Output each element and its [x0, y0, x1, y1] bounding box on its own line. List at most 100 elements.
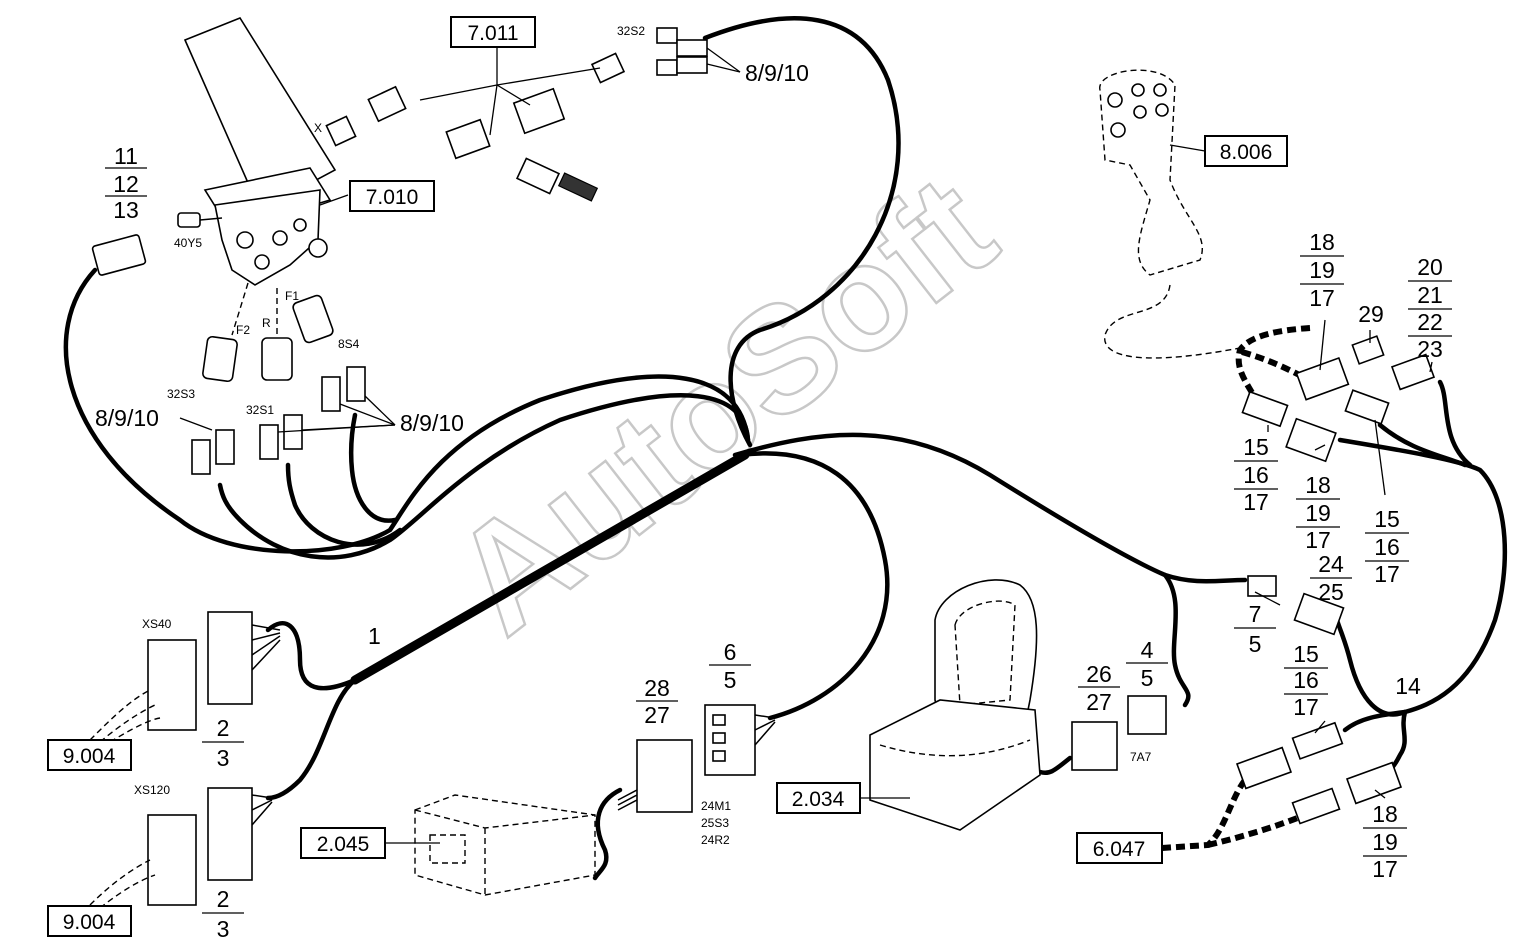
svg-text:19: 19	[1305, 500, 1331, 526]
svg-text:3: 3	[217, 745, 230, 771]
svg-text:28: 28	[644, 675, 670, 701]
svg-text:27: 27	[644, 702, 670, 728]
ref-box-2034: 2.034	[776, 782, 861, 814]
svg-text:3: 3	[217, 916, 230, 942]
svg-text:16: 16	[1374, 534, 1400, 560]
label-box-stack: 28 27	[636, 675, 678, 728]
code-xs40: XS40	[142, 617, 172, 631]
label-joy-d-stack: 18 19 17	[1296, 472, 1340, 553]
harness-joystick-right	[1437, 379, 1473, 468]
svg-text:22: 22	[1417, 309, 1443, 335]
code-r: R	[262, 316, 271, 330]
svg-text:18: 18	[1309, 229, 1335, 255]
svg-text:6.047: 6.047	[1093, 838, 1146, 861]
code-f2: F2	[236, 323, 250, 337]
connector-xs40	[89, 611, 281, 743]
ref-box-9004-upper: 9.004	[47, 739, 132, 771]
svg-text:5: 5	[1141, 665, 1154, 691]
label-low-a-stack: 15 16 17	[1284, 641, 1328, 720]
svg-text:17: 17	[1305, 527, 1331, 553]
svg-text:7.010: 7.010	[366, 186, 419, 209]
label-harness-1: 1	[368, 623, 381, 649]
code-8s4: 8S4	[338, 337, 360, 351]
svg-text:19: 19	[1309, 257, 1335, 283]
operator-seat	[869, 579, 1167, 831]
harness-trunk-1	[350, 450, 750, 685]
svg-text:15: 15	[1293, 641, 1319, 667]
harness-upper-loop	[702, 16, 901, 448]
label-seat-stack: 26 27	[1078, 661, 1120, 715]
code-f1: F1	[285, 289, 299, 303]
ref-box-2045: 2.045	[300, 827, 386, 859]
svg-text:15: 15	[1243, 434, 1269, 460]
svg-text:8.006: 8.006	[1220, 141, 1273, 164]
svg-text:18: 18	[1372, 801, 1398, 827]
svg-text:11: 11	[114, 143, 138, 169]
svg-text:7.011: 7.011	[468, 22, 519, 45]
svg-text:17: 17	[1309, 285, 1335, 311]
harness-joystick-mid	[1377, 422, 1468, 468]
label-32s1-parts: 8/9/10	[400, 410, 464, 436]
harness-relay-branch	[737, 451, 890, 721]
label-32s2-parts: 8/9/10	[745, 60, 809, 86]
label-xs40-stack: 2 3	[202, 715, 244, 771]
svg-text:2.034: 2.034	[792, 788, 845, 811]
svg-text:16: 16	[1293, 667, 1319, 693]
label-joy-a-stack: 18 19 17	[1300, 229, 1344, 311]
svg-text:2: 2	[217, 715, 230, 741]
harness-6047-lead	[1161, 778, 1248, 851]
svg-text:4: 4	[1141, 637, 1154, 663]
harness-box-branch	[592, 787, 623, 881]
label-tail-stack: 7 5	[1234, 601, 1276, 657]
svg-text:26: 26	[1086, 661, 1112, 687]
label-32s3-parts: 8/9/10	[95, 405, 159, 431]
pedal-assembly	[177, 17, 626, 383]
svg-text:17: 17	[1374, 561, 1400, 587]
svg-text:5: 5	[724, 667, 737, 693]
code-7a7: 7A7	[1130, 750, 1152, 764]
connector-32s2	[656, 27, 741, 76]
ref-box-6047: 6.047	[1076, 832, 1163, 864]
svg-text:27: 27	[1086, 689, 1112, 715]
harness-joystick-pigtail-2	[1241, 349, 1307, 381]
harness-left-branch	[63, 267, 751, 554]
ref-box-8006: 8.006	[1204, 135, 1288, 167]
label-conn-24-stack: 24 25	[1310, 551, 1352, 605]
svg-text:17: 17	[1372, 856, 1398, 882]
code-32s1: 32S1	[246, 403, 274, 417]
svg-text:12: 12	[113, 171, 139, 197]
label-relay-stack: 6 5	[709, 639, 751, 693]
label-pedal-stack: 11 12 13	[105, 143, 147, 223]
code-25s3: 25S3	[701, 816, 729, 830]
svg-text:6: 6	[724, 639, 737, 665]
leader-lines	[319, 47, 1433, 844]
code-32s2: 32S2	[617, 24, 645, 38]
switch-connectors	[91, 234, 396, 475]
svg-text:15: 15	[1374, 506, 1400, 532]
svg-text:20: 20	[1417, 254, 1443, 280]
harness-trunk-to-xs40	[265, 621, 358, 691]
ref-box-7010: 7.010	[349, 180, 435, 212]
harness-switch-run-1	[217, 393, 751, 560]
svg-text:21: 21	[1417, 282, 1443, 308]
harness-wires	[63, 16, 1508, 881]
code-32s3: 32S3	[167, 387, 195, 401]
label-joy-b-stack: 20 21 22 23	[1408, 254, 1452, 362]
svg-text:13: 13	[113, 197, 139, 223]
svg-text:17: 17	[1243, 489, 1269, 515]
svg-text:25: 25	[1318, 579, 1344, 605]
code-40y5: 40Y5	[174, 236, 202, 250]
label-joy-c-stack: 15 16 17	[1234, 434, 1278, 515]
harness-6047-lead-2	[1207, 812, 1307, 848]
harness-trunk-to-xs120	[265, 677, 358, 801]
label-joy-29: 29	[1358, 301, 1384, 327]
svg-text:16: 16	[1243, 462, 1269, 488]
harness-seat-drop	[1162, 572, 1191, 708]
harness-14-branch-2	[1342, 709, 1408, 733]
harness-right-side	[1334, 437, 1508, 717]
ref-box-7011: 7.011	[450, 16, 536, 48]
lower-right-connectors	[1235, 721, 1403, 825]
label-xs120-stack: 2 3	[202, 886, 244, 942]
code-x: X	[314, 121, 322, 135]
